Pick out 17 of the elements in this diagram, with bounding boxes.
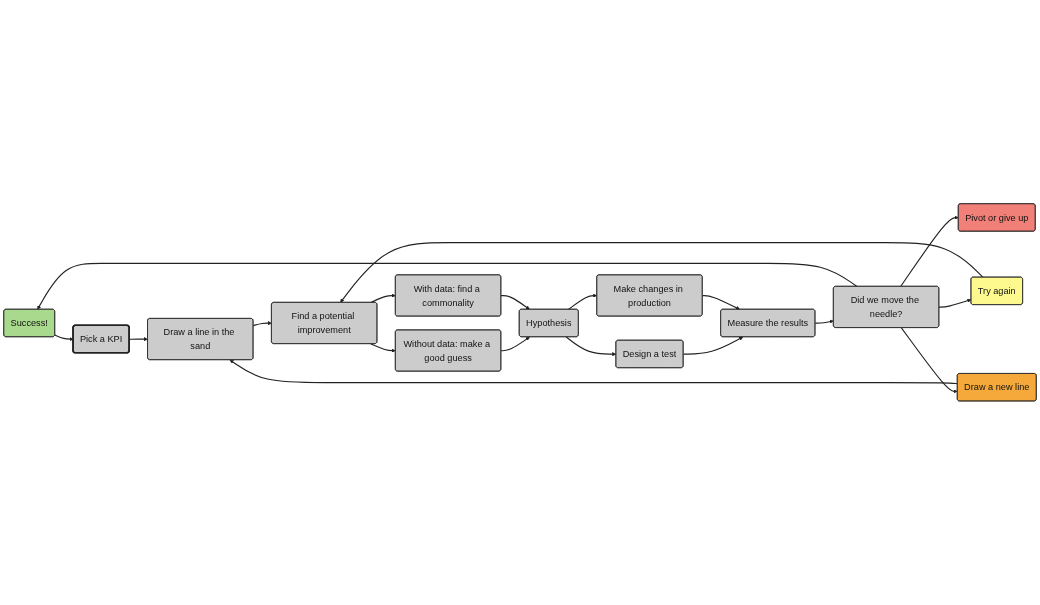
arrow bbox=[252, 321, 272, 327]
arrow bbox=[500, 295, 530, 310]
arrow bbox=[567, 293, 598, 311]
arrow bbox=[938, 298, 972, 308]
arrow bbox=[814, 319, 834, 324]
arrow bbox=[370, 343, 396, 353]
arrow bbox=[370, 293, 396, 304]
arrow bbox=[229, 359, 959, 385]
arrow bbox=[37, 262, 858, 310]
arrow bbox=[340, 242, 984, 303]
arrow bbox=[682, 336, 744, 355]
arrow bbox=[900, 327, 958, 394]
arrow bbox=[54, 334, 74, 342]
arrow bbox=[701, 295, 741, 310]
arrow bbox=[565, 336, 617, 357]
arrow bbox=[500, 336, 530, 352]
arrow bbox=[900, 215, 959, 288]
